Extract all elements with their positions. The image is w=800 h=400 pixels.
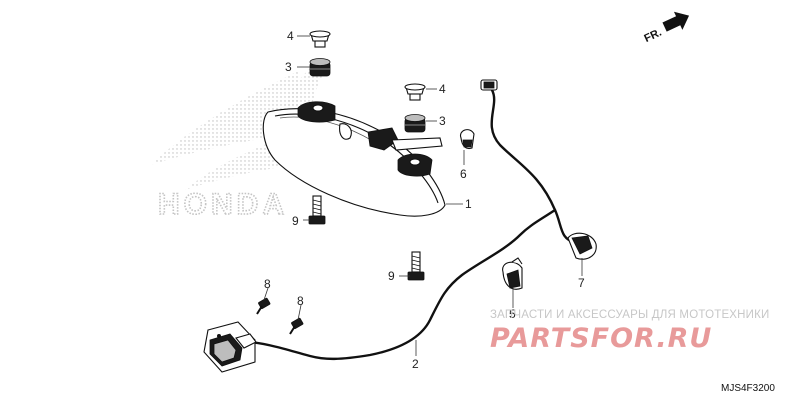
collar-upper (309, 30, 331, 48)
watermark-tagline: ЗАПЧАСТИ И АКСЕССУАРЫ ДЛЯ МОТОТЕХНИКИ (490, 309, 770, 321)
callout-1: 1 (465, 197, 472, 211)
callout-4-upper: 4 (287, 29, 294, 43)
callout-9-lower: 9 (388, 269, 395, 283)
callout-3-right: 3 (439, 114, 446, 128)
screw-lower (289, 317, 304, 335)
taillight-assembly (262, 101, 446, 217)
honda-watermark-text: HONDA (158, 188, 288, 221)
grommet-right (404, 114, 426, 133)
grommet-upper (309, 58, 331, 77)
direction-arrow-icon (662, 11, 690, 32)
screw-upper (256, 297, 271, 315)
cable-clip-right (567, 232, 597, 260)
callout-8-lower: 8 (297, 294, 304, 308)
callout-3-upper: 3 (285, 60, 292, 74)
collar-right (404, 83, 426, 101)
wire-harness (248, 79, 577, 361)
bolt-upper (308, 195, 326, 225)
callout-labels: 4 3 4 3 1 6 9 9 8 8 5 7 2 (264, 29, 585, 371)
honda-wing-watermark: HONDA (150, 60, 330, 222)
callout-5: 5 (509, 307, 516, 321)
direction-indicator: FR. (642, 11, 690, 45)
callout-8-upper: 8 (264, 277, 271, 291)
callout-6: 6 (460, 167, 467, 181)
direction-label: FR. (642, 27, 663, 45)
callout-9-upper: 9 (292, 214, 299, 228)
callout-4-right: 4 (439, 82, 446, 96)
watermark-logo: PARTSFOR.RU (490, 323, 712, 354)
harness-connector (203, 321, 257, 373)
callout-2: 2 (412, 357, 419, 371)
cable-clip-middle (502, 257, 523, 290)
leader-lines (263, 35, 583, 356)
bolt-lower (407, 251, 425, 281)
cable-clip-upper (459, 129, 475, 150)
diagram-code: MJS4F3200 (721, 383, 775, 394)
store-watermark: ЗАПЧАСТИ И АКСЕССУАРЫ ДЛЯ МОТОТЕХНИКИ PA… (490, 309, 770, 354)
callout-7: 7 (578, 276, 585, 290)
